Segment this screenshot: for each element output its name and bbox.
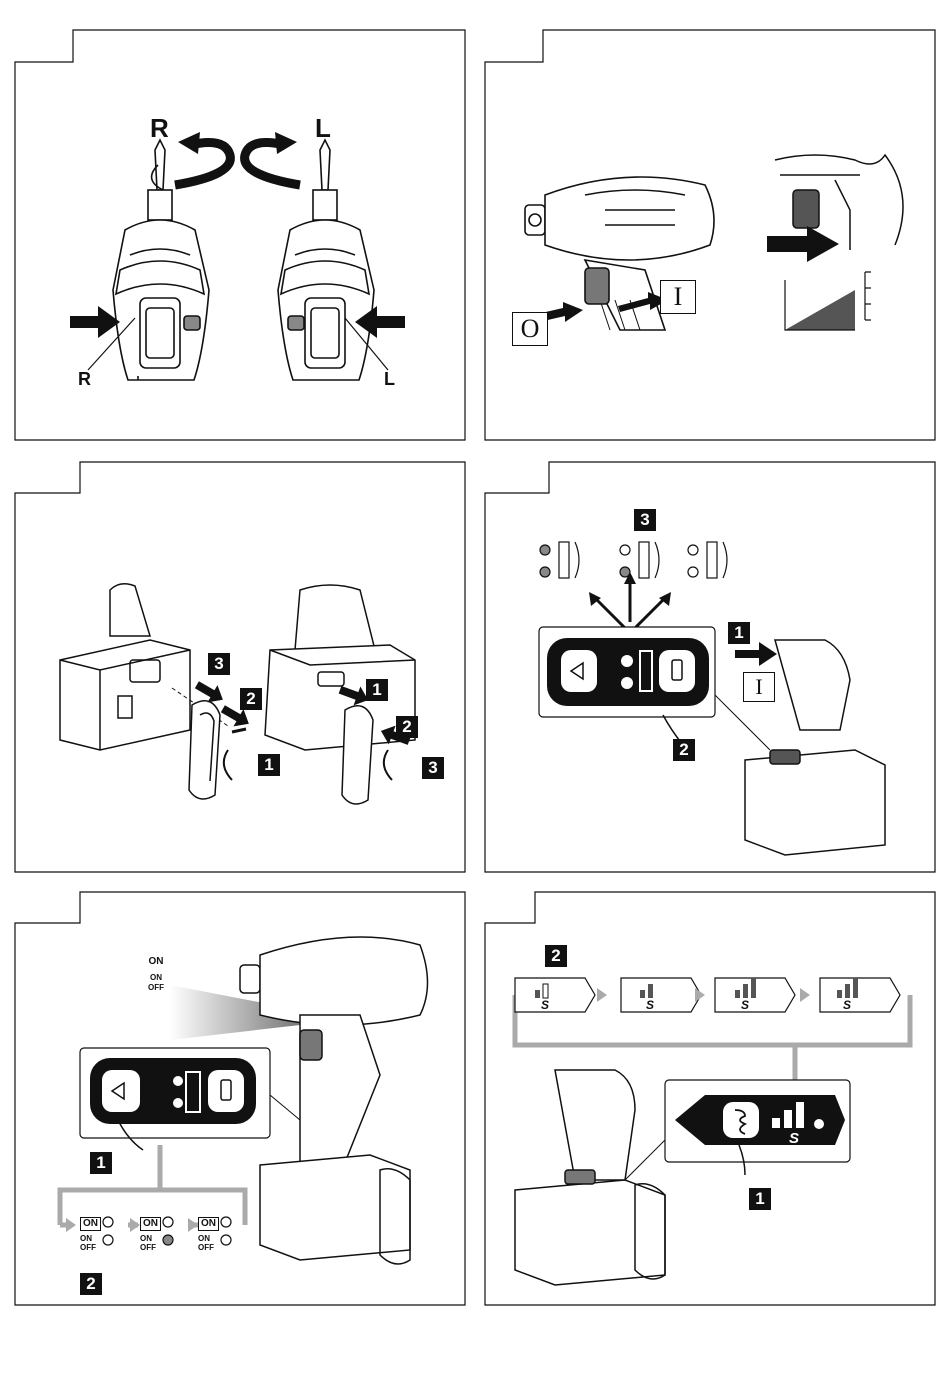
step-badge-left-3: 3 (208, 653, 230, 675)
hook-mounting-illustration (0, 450, 475, 880)
direction-label-left-top: L (315, 115, 331, 141)
figure-panel-switch-operation: O I (475, 0, 950, 450)
display-onoff-off: OFF (145, 983, 167, 993)
display-on-indicator: ON (145, 957, 167, 969)
rotation-direction-illustration (0, 0, 475, 450)
step-badge-3: 3 (634, 509, 656, 531)
step-badge-2: 2 (673, 739, 695, 761)
indicator-states (540, 542, 727, 578)
battery-check-button-icon (208, 1070, 244, 1112)
clockwise-arrow-icon (175, 143, 230, 185)
push-arrow-right-icon (70, 306, 120, 338)
step-badge-right-3: 3 (422, 757, 444, 779)
light-button-icon (102, 1070, 140, 1112)
figure-panel-rotation-direction: R L R L (0, 0, 475, 450)
tool-front-view-left (113, 140, 209, 380)
press-arrow-icon (767, 226, 839, 262)
figure-panel-speed-mode: S S S S S 2 1 (475, 880, 950, 1310)
mode-2-on: ON (140, 1217, 161, 1231)
mode-1-on: ON (80, 1217, 101, 1231)
press-arrow-icon (735, 642, 777, 666)
battery-right (265, 585, 415, 750)
direction-label-right-top: R (150, 115, 169, 141)
light-button-icon (561, 650, 597, 692)
trigger-closeup (775, 155, 903, 250)
tool-with-battery (515, 1070, 665, 1285)
figure-panel-battery-indicator: 3 1 2 I (475, 450, 950, 880)
direction-label-right-bottom: R (78, 370, 91, 388)
step-badge-right-2: 2 (396, 716, 418, 738)
tool-front-view-right (278, 140, 374, 380)
mode-3-on: ON (198, 1217, 219, 1231)
sequence-letter-4: S (843, 998, 851, 1012)
figure-panel-hook-mounting: 3 2 1 1 2 3 (0, 450, 475, 880)
mode-letter-s: S (789, 1130, 799, 1147)
counterclockwise-arrow-icon (245, 143, 300, 185)
step-badge-1: 1 (749, 1188, 771, 1210)
step-badge-left-2: 2 (240, 688, 262, 710)
mode-1-onoff-off: OFF (80, 1243, 96, 1253)
step-badge-1: 1 (728, 622, 750, 644)
battery-indicator-illustration (475, 450, 950, 880)
mode-2-onoff-off: OFF (140, 1243, 156, 1253)
light-mode-illustration (0, 880, 475, 1310)
sequence-letter-3: S (741, 998, 749, 1012)
hook-left (189, 701, 220, 799)
sequence-letter-1: S (541, 998, 549, 1012)
step-badge-2: 2 (80, 1273, 102, 1295)
sequence-letter-2: S (646, 998, 654, 1012)
display-onoff-on: ON (145, 973, 167, 983)
mode-3-onoff-off: OFF (198, 1243, 214, 1253)
battery-check-button-icon (659, 650, 695, 692)
hook-right (342, 706, 373, 804)
direction-label-left-bottom: L (384, 370, 395, 388)
step-badge-right-1: 1 (366, 679, 388, 701)
switch-operation-illustration (475, 0, 950, 450)
figure-panel-light-mode: ON ON ON OFF ON ON OFF ON ON OFF ON ON O… (0, 880, 475, 1310)
step-badge-2: 2 (545, 945, 567, 967)
switch-on-label: I (660, 280, 696, 314)
speed-ramp-graph (785, 290, 855, 330)
switch-on-label: I (743, 672, 775, 702)
battery-left (60, 584, 190, 750)
step-badge-1: 1 (90, 1152, 112, 1174)
step-badge-left-1: 1 (258, 754, 280, 776)
switch-off-label: O (512, 312, 548, 346)
